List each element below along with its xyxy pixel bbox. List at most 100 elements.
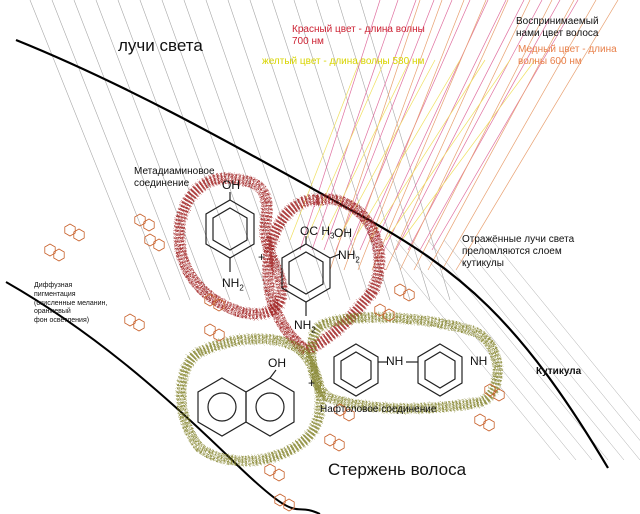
hair-inner-edge <box>5 281 321 514</box>
light-rays-label: лучи света <box>118 36 203 55</box>
incident-light-ray <box>249 0 351 301</box>
incident-light-ray <box>315 0 411 301</box>
melanin-molecule <box>374 303 395 322</box>
incident-light-ray <box>29 0 151 301</box>
copper-light-ray <box>413 0 553 271</box>
incident-light-ray <box>51 0 171 301</box>
incident-light-ray <box>271 0 371 301</box>
copper-light-ray <box>427 0 575 271</box>
hair-outer-edge <box>15 38 609 469</box>
hydroxyl-label-mid: OH <box>334 226 352 240</box>
reflected-light-ray <box>459 239 640 461</box>
melanin-molecule <box>274 493 295 512</box>
copper-color-label: Медный цвет - длина волны 600 нм <box>518 44 617 67</box>
amine-label-right-text: NH <box>338 248 356 262</box>
red-light-ray <box>431 0 579 251</box>
copper-light-ray <box>399 0 531 271</box>
perceived-color-label: Воспринимаемый нами цвет волоса <box>516 16 599 39</box>
naphthol-molecule <box>197 369 295 437</box>
copper-light-ray <box>385 0 509 271</box>
incident-light-ray <box>117 0 231 301</box>
yellow-light-ray <box>321 59 411 241</box>
imine-label-a: NH <box>386 354 404 368</box>
hydroxyl-label-naphthol: OH <box>268 356 286 370</box>
melanin-molecule <box>64 223 85 242</box>
amine-label-bottom-text: NH <box>294 318 312 332</box>
reflected-light-ray <box>395 239 577 461</box>
melanin-molecule <box>394 283 415 302</box>
metadiamine-blob <box>173 172 385 357</box>
metadiamine-label: Метадиаминовое соединение <box>134 166 215 189</box>
amine-left-subscript: 2 <box>239 283 244 293</box>
yellow-light-ray <box>385 59 511 241</box>
amine-label-left-text: NH <box>222 276 240 290</box>
incident-light-ray <box>73 0 191 301</box>
incident-light-ray <box>95 0 211 301</box>
naphthol-label: Нафтоловое соединение <box>320 404 437 415</box>
melanin-molecule <box>44 243 65 262</box>
red-light-ray <box>323 0 417 251</box>
metadiamine-molecule <box>281 236 341 316</box>
copper-light-ray <box>371 0 487 271</box>
cuticle-label: Кутикула <box>536 366 582 377</box>
red-color-label: Красный цвет - длина волны 700 нм <box>292 24 425 47</box>
amine-bottom-subscript: 2 <box>311 325 316 335</box>
copper-light-ray <box>455 0 619 271</box>
methoxy-oc-text: OC <box>300 224 318 238</box>
yellow-light-ray <box>305 59 386 241</box>
imine-label-b: NH <box>470 354 488 368</box>
incident-light-ray <box>227 0 331 301</box>
copper-light-ray <box>441 0 597 271</box>
melanin-molecules <box>44 213 505 512</box>
melanin-molecule <box>204 293 225 312</box>
reflected-rays-label: Отражённые лучи света преломляются слоем… <box>462 234 575 269</box>
melanin-molecule <box>134 213 155 232</box>
melanin-molecule <box>474 413 495 432</box>
incident-light-ray <box>161 0 271 301</box>
plus-sign-top: + <box>258 250 266 264</box>
reflected-light-ray <box>443 239 625 461</box>
yellow-light-ray <box>401 59 536 241</box>
incident-light-ray <box>205 0 311 301</box>
incident-light-ray <box>337 0 431 301</box>
red-light-ray <box>419 0 561 251</box>
red-light-ray <box>395 0 525 251</box>
melanin-molecule <box>324 433 345 452</box>
yellow-light-ray <box>353 59 461 241</box>
plus-sign-bottom: + <box>308 376 316 390</box>
reflected-light-ray <box>411 239 593 461</box>
copper-light-ray <box>329 0 421 271</box>
incident-light-ray <box>139 0 251 301</box>
methoxy-label: OC H3 <box>300 224 334 241</box>
amine-label-right: NH2 <box>338 248 360 265</box>
amine-right-subscript: 2 <box>355 255 360 265</box>
aminophenol-molecule <box>205 192 255 272</box>
copper-light-ray <box>343 0 443 271</box>
amine-label-bottom: NH2 <box>294 318 316 335</box>
diffuse-pigmentation-label: Диффузная пигментация (окисленные мелани… <box>34 282 108 324</box>
melanin-molecule <box>264 463 285 482</box>
melanin-molecule <box>334 403 355 422</box>
methoxy-h-text: H <box>321 224 331 238</box>
light-rays-group <box>29 0 640 461</box>
red-light-ray <box>311 0 399 251</box>
melanin-molecule <box>124 313 145 332</box>
red-light-ray <box>407 0 543 251</box>
red-light-ray <box>383 0 507 251</box>
diphenylamine-molecule <box>333 343 463 397</box>
melanin-molecule <box>204 323 225 342</box>
reflected-light-ray <box>379 239 561 461</box>
reflected-light-ray <box>491 239 640 422</box>
red-light-ray <box>299 0 381 251</box>
methoxy-subscript: 3 <box>330 231 335 241</box>
red-light-ray <box>335 0 435 251</box>
naphthol-blob <box>176 312 503 467</box>
yellow-color-label: желтый цвет - длина волны 580 нм <box>262 56 425 67</box>
yellow-light-ray <box>289 59 361 241</box>
reflected-light-ray <box>475 239 640 441</box>
melanin-molecule <box>484 383 505 402</box>
reflected-light-ray <box>427 239 609 461</box>
amine-label-left: NH2 <box>222 276 244 293</box>
